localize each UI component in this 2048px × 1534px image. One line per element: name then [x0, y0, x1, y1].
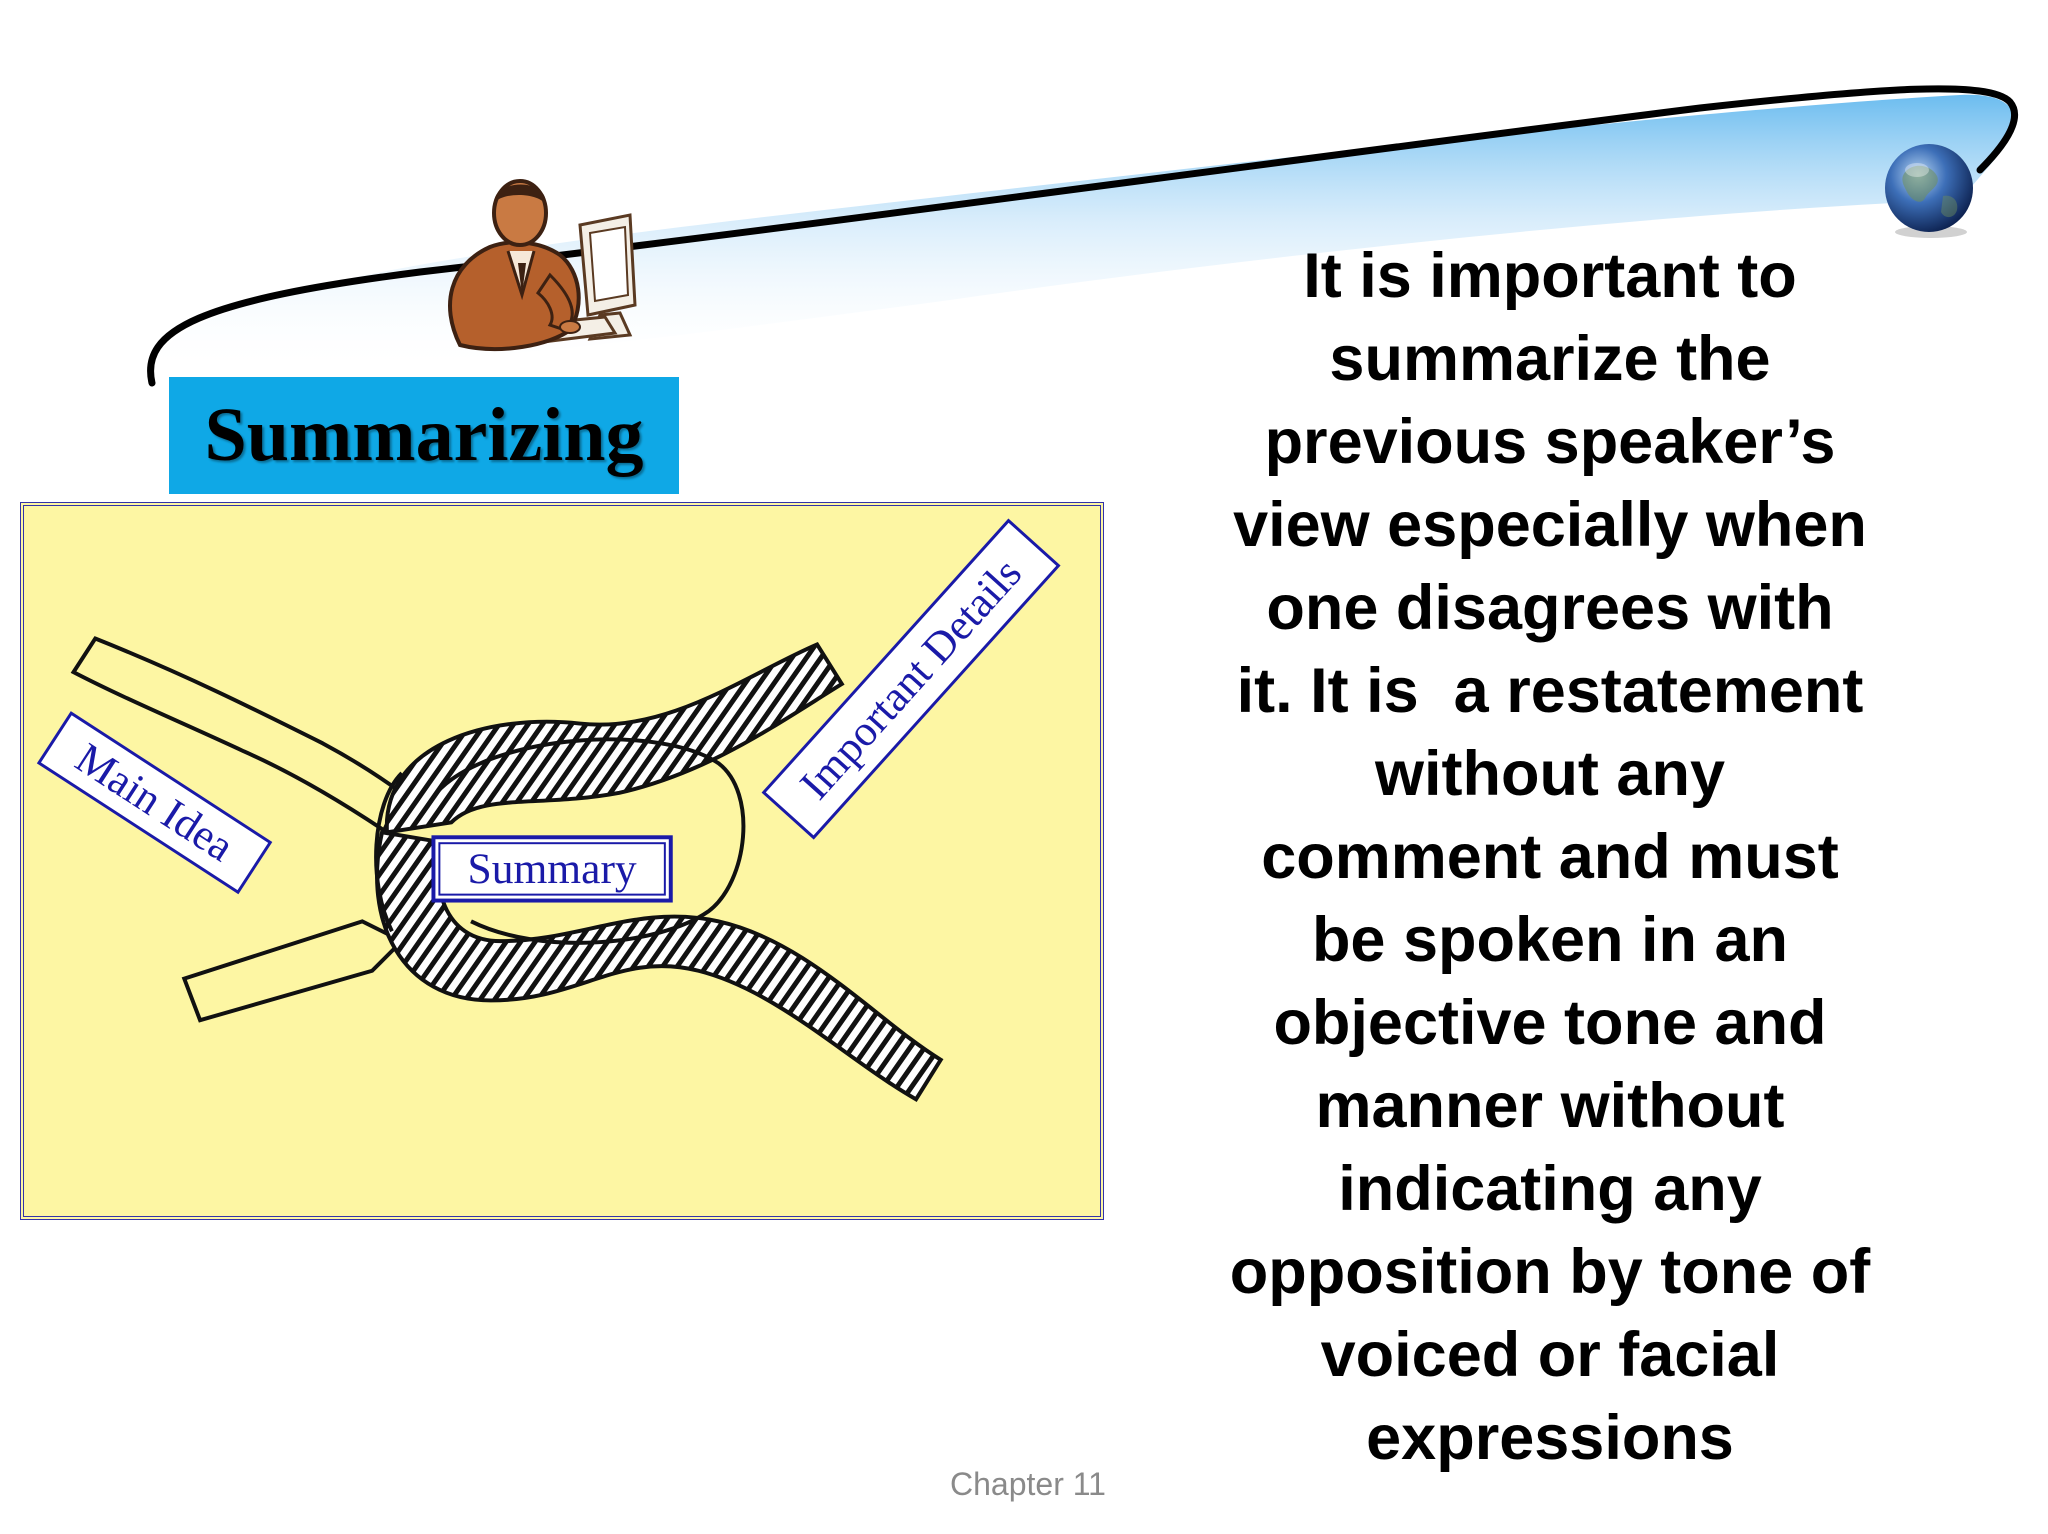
- body-line: manner without: [1315, 1071, 1785, 1141]
- slide-footer: Chapter 11: [950, 1466, 1106, 1502]
- body-line: summarize the: [1329, 324, 1771, 394]
- title-box: Summarizing: [169, 377, 679, 494]
- body-line: it. It is a restatement: [1236, 656, 1864, 726]
- body-line: previous speaker’s: [1264, 407, 1836, 477]
- body-line: without any: [1375, 739, 1725, 809]
- summary-label: Summary: [468, 845, 637, 893]
- knot-illustration-panel: Main Idea Summary Important Details: [20, 502, 1104, 1220]
- body-line: indicating any: [1338, 1154, 1762, 1224]
- rope-knot-illustration: Main Idea Summary Important Details: [36, 518, 1061, 1102]
- body-line: voiced or facial: [1320, 1320, 1780, 1390]
- body-line: comment and must: [1261, 822, 1839, 892]
- body-line: objective tone and: [1273, 988, 1827, 1058]
- body-line: expressions: [1366, 1403, 1734, 1473]
- globe-icon: [1885, 144, 1973, 238]
- person-at-computer-icon: [448, 179, 637, 352]
- body-line: one disagrees with: [1266, 573, 1834, 643]
- body-line: It is important to: [1303, 241, 1797, 311]
- body-line: view especially when: [1233, 490, 1867, 560]
- body-text: It is important to summarize the previou…: [1170, 235, 1930, 1480]
- body-line: be spoken in an: [1311, 905, 1789, 975]
- body-line: opposition by tone of: [1229, 1237, 1871, 1307]
- main-idea-label: Main Idea: [67, 734, 242, 871]
- slide-title: Summarizing: [204, 393, 644, 477]
